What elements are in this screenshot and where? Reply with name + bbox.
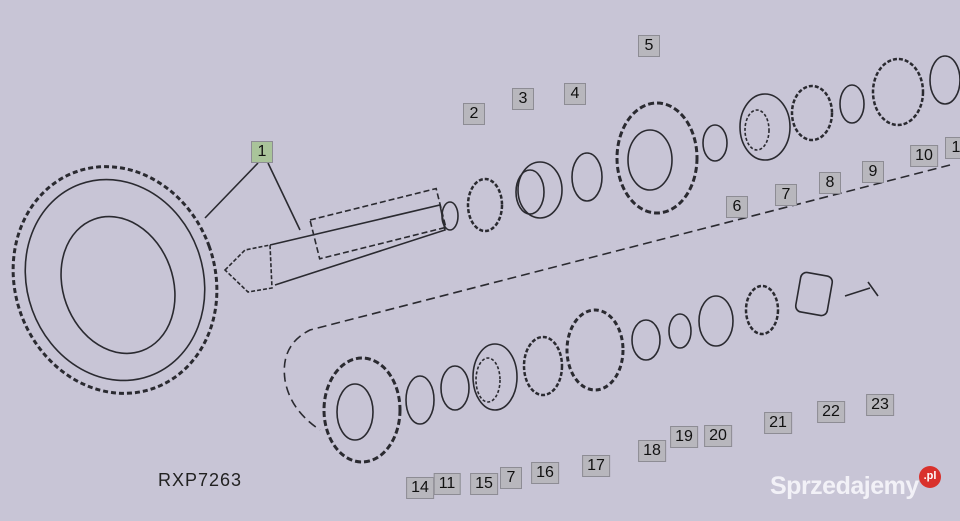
part-label: 11 [433, 473, 461, 495]
part-label: 21 [764, 412, 792, 434]
ring-gear [11, 165, 219, 395]
part-label: 19 [670, 426, 698, 448]
part-label: 5 [638, 35, 660, 57]
part-label: 18 [638, 440, 666, 462]
watermark-badge: .pl [919, 466, 941, 488]
part-label: 15 [470, 473, 498, 495]
part-label: 16 [531, 462, 559, 484]
watermark-brand: Sprzedajemy [770, 472, 919, 500]
part-label: 7 [775, 184, 797, 206]
part-label: 20 [704, 425, 732, 447]
part-label: 10 [910, 145, 938, 167]
part-label: 8 [819, 172, 841, 194]
part-label: 17 [582, 455, 610, 477]
part-label: 4 [564, 83, 586, 105]
pinion-shaft [223, 187, 459, 293]
part-label: 7 [500, 467, 522, 489]
part-label: 23 [866, 394, 894, 416]
part-label: 9 [862, 161, 884, 183]
part-label: 2 [463, 103, 485, 125]
part-label: 3 [512, 88, 534, 110]
part-label: 22 [817, 401, 845, 423]
leader-line [204, 162, 259, 219]
part-label: 1 [945, 137, 960, 159]
part-label: 6 [726, 196, 748, 218]
drawing-code: RXP7263 [158, 470, 243, 490]
part-label: 1 [251, 141, 273, 163]
lower-parts [322, 271, 879, 464]
continuation-line [283, 164, 951, 431]
part-label: 14 [406, 477, 434, 499]
leader-line [267, 162, 301, 231]
upper-parts [466, 55, 960, 233]
